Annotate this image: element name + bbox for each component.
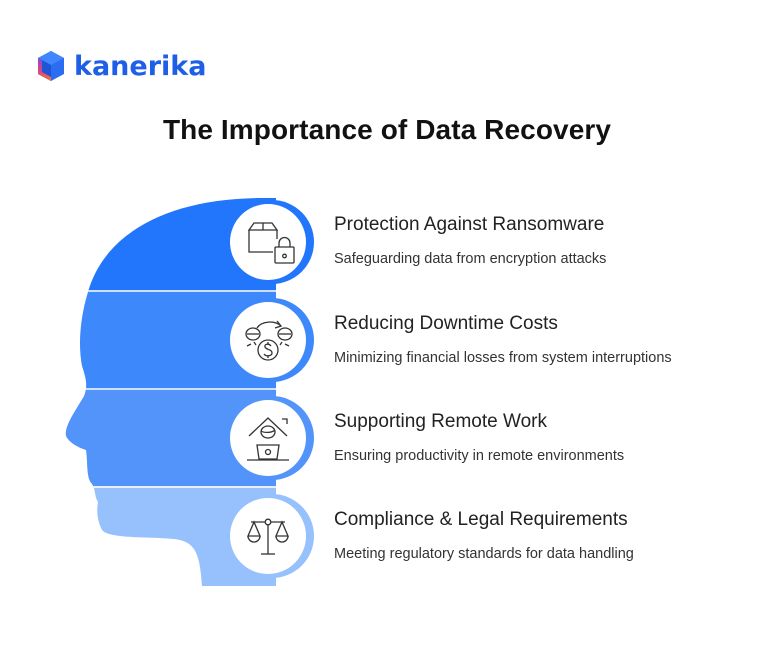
item-title: Reducing Downtime Costs	[334, 313, 558, 334]
page-title: The Importance of Data Recovery	[162, 114, 612, 145]
list-item-remote-work: Supporting Remote Work Ensuring producti…	[334, 411, 754, 465]
item-description: Meeting regulatory standards for data ha…	[334, 546, 634, 562]
cube-logo-icon	[38, 51, 64, 81]
icon-circle-3	[230, 396, 314, 480]
box-lock-icon	[247, 222, 295, 264]
money-cycle-icon	[245, 320, 293, 361]
home-laptop-icon	[247, 417, 289, 461]
brand-name: kanerika	[74, 50, 207, 82]
item-title: Compliance & Legal Requirements	[334, 509, 628, 530]
list-item-ransomware: Protection Against Ransomware Safeguardi…	[334, 214, 754, 268]
brand-logo: kanerika	[36, 50, 206, 82]
scales-icon	[247, 518, 289, 555]
item-title: Protection Against Ransomware	[334, 214, 605, 235]
icon-circle-2	[230, 298, 314, 382]
item-description: Safeguarding data from encryption attack…	[334, 251, 607, 267]
list-item-downtime: Reducing Downtime Costs Minimizing finan…	[334, 313, 754, 367]
item-description: Minimizing financial losses from system …	[334, 350, 672, 366]
item-description: Ensuring productivity in remote environm…	[334, 448, 625, 464]
item-title: Supporting Remote Work	[334, 411, 547, 432]
icon-circle-4	[230, 494, 314, 578]
icon-circle-1	[230, 200, 314, 284]
list-item-compliance: Compliance & Legal Requirements Meeting …	[334, 509, 754, 563]
